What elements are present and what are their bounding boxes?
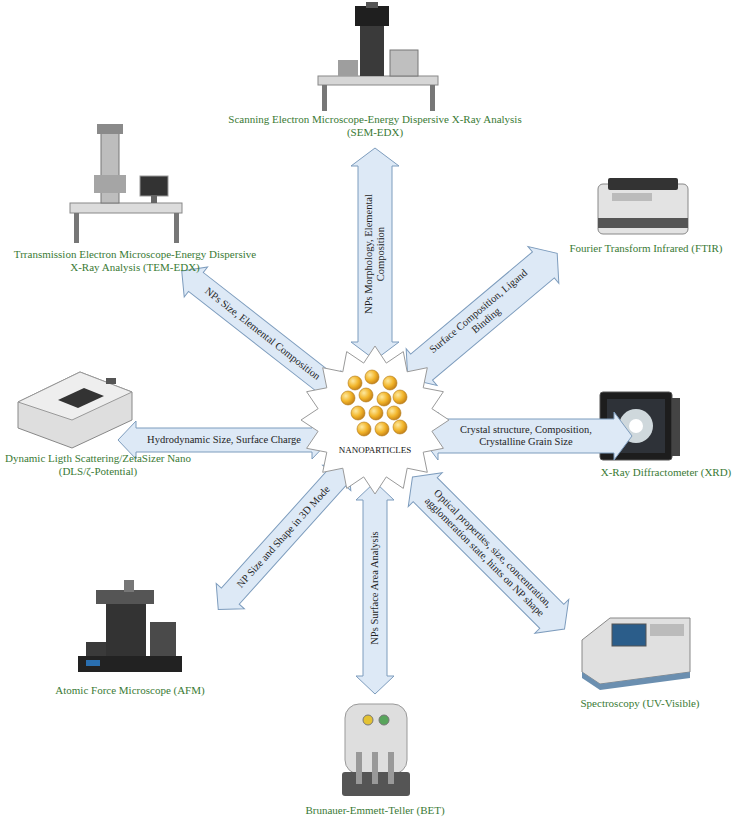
nanoparticle-sphere (369, 406, 383, 420)
illustration-part (629, 419, 643, 433)
nanoparticle-sphere (365, 370, 379, 384)
illustration-part (94, 175, 126, 193)
nanoparticle-sphere (351, 406, 365, 420)
instrument-label: Brunauer-Emmett-Teller (BET) (265, 804, 485, 817)
illustration-part (70, 203, 182, 213)
nanoparticle-sphere (393, 420, 407, 434)
instrument-label: Fourier Transform Infrared (FTIR) (546, 242, 746, 255)
arrow-outline (356, 482, 394, 694)
arrow-text: Optical properties, size, concentration,… (419, 484, 557, 622)
bet-instrument (342, 704, 410, 796)
illustration-part (390, 50, 418, 76)
illustration-part (58, 388, 104, 408)
illustration-part (18, 372, 132, 448)
illustration-part (106, 602, 146, 656)
illustration-part (140, 176, 168, 196)
illustration-part (612, 193, 652, 201)
illustration-part (106, 378, 116, 384)
illustration-part (366, 2, 378, 8)
illustration-part (672, 398, 680, 456)
illustration-part (582, 672, 690, 690)
illustration-part (608, 178, 678, 190)
arrow-outline (351, 148, 399, 360)
illustration-part (86, 660, 100, 666)
instrument-label: Atomic Force Microscope (AFM) (30, 684, 230, 697)
nanoparticle-sphere (387, 406, 401, 420)
nanoparticle-sphere (357, 422, 371, 436)
uv-vis-instrument (582, 618, 690, 690)
illustration-part (355, 6, 389, 26)
illustration-part (388, 752, 394, 784)
arrow-text: NP Size and Shape in 3D Mode (234, 483, 332, 590)
arrow-text: Surface Composition, Ligand Binding (416, 258, 547, 373)
nanoparticle-sphere (393, 390, 407, 404)
arrow-text: Hydrodynamic Size, Surface Charge (147, 434, 301, 446)
illustration-part (124, 580, 134, 592)
illustration-part (612, 624, 646, 646)
star-outline (301, 346, 449, 494)
illustration-part (74, 213, 79, 243)
arrow-text: NPs Morphology, Elemental Composition (363, 170, 387, 338)
illustration-part (322, 85, 327, 111)
illustration-part (598, 218, 688, 228)
instrument-label: Dynamic Ligth Scattering/ZetaSizer Nano … (3, 452, 193, 478)
illustration-part (18, 372, 132, 420)
ftir-instrument (598, 178, 688, 234)
arrow-text: NPs Size, Elemental Composition (202, 285, 322, 382)
arrow-outline (204, 452, 363, 622)
technique-arrow: NPs Surface Area Analysis (356, 482, 394, 694)
technique-arrow: Crystal structure, Composition, Crystall… (420, 412, 632, 460)
nanoparticle-sphere (341, 391, 355, 405)
illustration-part (356, 752, 362, 784)
illustration-part (318, 76, 438, 85)
illustration-part (151, 196, 157, 203)
tem-instrument (70, 124, 182, 243)
technique-arrow: Optical properties, size, concentration,… (395, 460, 581, 646)
arrow-outline (395, 460, 581, 646)
nanoparticle-sphere (383, 376, 397, 390)
instrument-label: X-Ray Diffractometer (XRD) (586, 466, 746, 479)
illustration-part (97, 124, 123, 134)
nanoparticle-sphere (348, 376, 362, 390)
sem-instrument (318, 2, 438, 111)
illustration-part (150, 622, 176, 656)
illustration-part (363, 715, 373, 725)
illustration-part (650, 624, 684, 636)
illustration-part (96, 590, 154, 604)
center-label: NANOPARTICLES (339, 445, 412, 495)
illustration-part (372, 752, 378, 784)
technique-arrow: NPs Morphology, Elemental Composition (351, 148, 399, 360)
nanoparticle-sphere (359, 388, 373, 402)
dls-instrument (18, 372, 132, 448)
illustration-part (379, 715, 389, 725)
illustration-part (582, 618, 690, 684)
illustration-part (78, 656, 182, 672)
star-shape (300, 345, 450, 495)
illustration-part (174, 213, 179, 243)
arrow-text: Crystal structure, Composition, Crystall… (442, 424, 610, 448)
arrow-text: NPs Surface Area Analysis (369, 531, 381, 644)
center-star: NANOPARTICLES (300, 345, 450, 495)
instrument-label: Spectroscopy (UV-Visible) (555, 697, 725, 710)
afm-instrument (78, 580, 182, 672)
technique-arrow: NP Size and Shape in 3D Mode (204, 452, 363, 622)
illustration-part (360, 24, 384, 76)
illustration-part (430, 85, 435, 111)
illustration-part (338, 60, 358, 76)
illustration-part (598, 184, 688, 234)
instrument-label: Trransmission Electron Microscope-Energy… (10, 248, 260, 274)
nanoparticle-sphere (377, 392, 391, 406)
nanoparticle-sphere (375, 422, 389, 436)
instrument-label: Scanning Electron Microscope-Energy Disp… (225, 113, 525, 139)
arrow-outline (420, 412, 632, 460)
